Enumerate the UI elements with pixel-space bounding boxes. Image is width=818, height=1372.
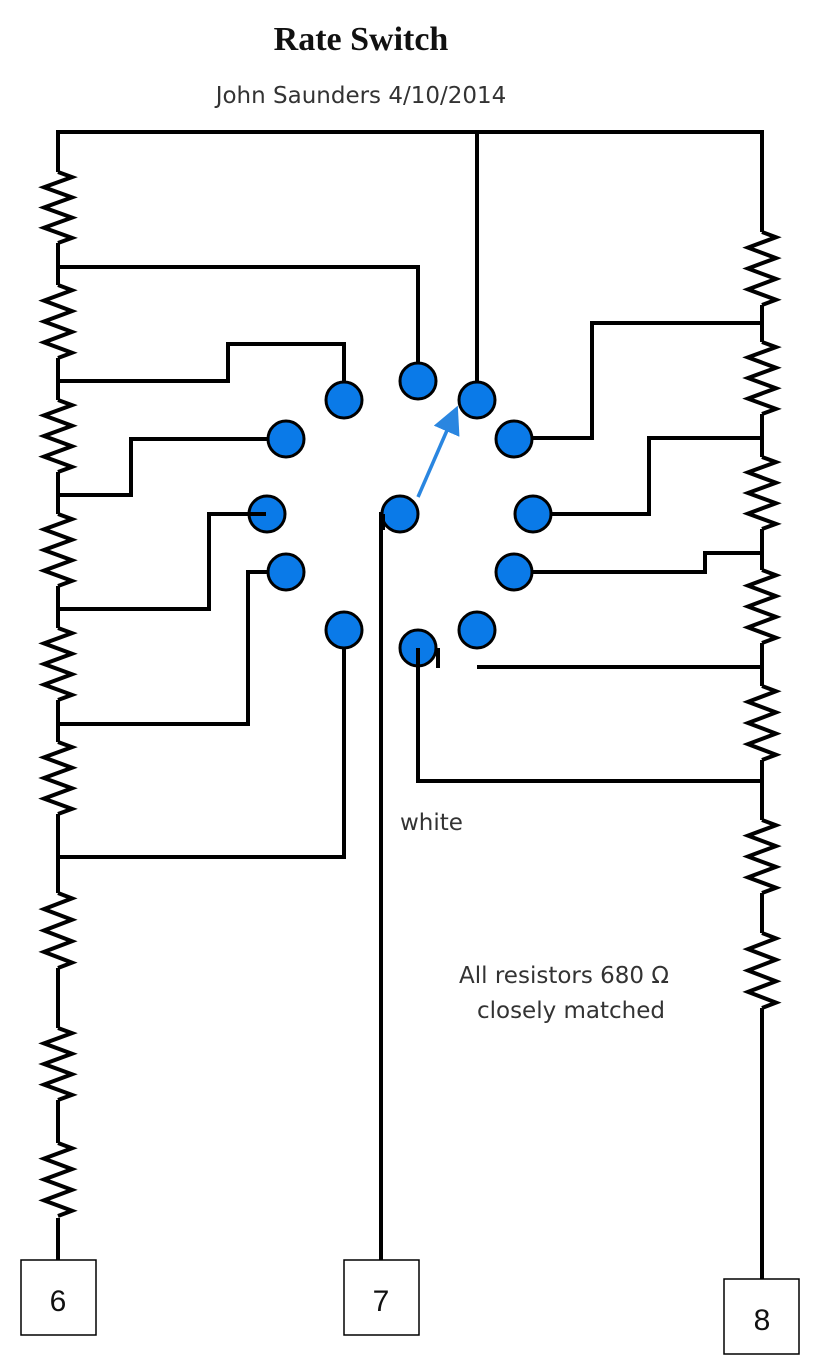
right-resistor-1 (742, 230, 782, 307)
switch-wiper-arrow[interactable] (416, 405, 460, 498)
right-resistor-chain (742, 230, 782, 1010)
left-resistor-5 (38, 626, 78, 702)
left-resistor-7 (38, 891, 78, 970)
left-resistor-4 (38, 512, 78, 588)
resistor-note-line-1: All resistors 680 Ω (459, 963, 669, 989)
wire-left-tap-4 (58, 512, 266, 611)
left-resistor-chain (38, 130, 78, 1218)
switch-common-contact[interactable] (380, 494, 420, 534)
right-resistor-2 (742, 340, 782, 416)
wire-right-tap-2 (552, 436, 762, 516)
terminal-7[interactable]: 7 (343, 1259, 420, 1336)
left-resistor-1 (38, 170, 78, 245)
wire-left-tap-2 (58, 342, 346, 383)
right-resistor-7 (742, 931, 782, 1010)
terminal-8-label: 8 (754, 1304, 771, 1337)
left-resistor-2 (38, 283, 78, 360)
author-date: John Saunders 4/10/2014 (214, 83, 507, 109)
left-resistor-6 (38, 740, 78, 816)
diagram-title: Rate Switch (274, 21, 449, 58)
wire-color-label: white (400, 810, 463, 836)
left-resistor-8 (38, 1026, 78, 1102)
terminal-6-label: 6 (50, 1285, 67, 1318)
switch-contact-1[interactable] (398, 361, 438, 401)
wire-left-tap-3 (58, 437, 268, 497)
switch-contact-8[interactable] (324, 610, 364, 650)
wire-center-to-terminal-7 (379, 512, 400, 1260)
switch-contact-9[interactable] (266, 552, 306, 592)
switch-contact-2-selected[interactable] (457, 380, 497, 420)
left-resistor-9 (38, 1141, 78, 1218)
right-resistor-5 (742, 684, 782, 762)
wiring (56, 130, 764, 1279)
wire-left-tap-5 (58, 570, 267, 726)
rotary-switch (247, 361, 553, 668)
switch-contact-10[interactable] (247, 494, 287, 534)
switch-contact-12[interactable] (324, 380, 364, 420)
terminal-6[interactable]: 6 (20, 1259, 97, 1336)
right-resistor-3 (742, 455, 782, 531)
switch-contact-4[interactable] (513, 494, 553, 534)
terminal-7-label: 7 (373, 1285, 390, 1318)
wire-right-tap-3 (532, 551, 762, 574)
terminal-8[interactable]: 8 (723, 1278, 800, 1355)
resistor-note-line-2: closely matched (477, 998, 665, 1024)
wire-left-tap-1 (58, 265, 420, 362)
wire-right-tap-1 (532, 321, 762, 440)
switch-contact-6[interactable] (457, 610, 497, 650)
right-resistor-4 (742, 568, 782, 645)
wire-left-tap-6 (58, 648, 346, 859)
top-bus-wire (56, 130, 764, 232)
left-resistor-3 (38, 398, 78, 474)
switch-contact-5[interactable] (494, 552, 534, 592)
right-resistor-6 (742, 818, 782, 895)
wire-right-tap-5-white (416, 649, 762, 783)
switch-contact-11[interactable] (266, 419, 306, 459)
switch-contact-3[interactable] (494, 419, 534, 459)
